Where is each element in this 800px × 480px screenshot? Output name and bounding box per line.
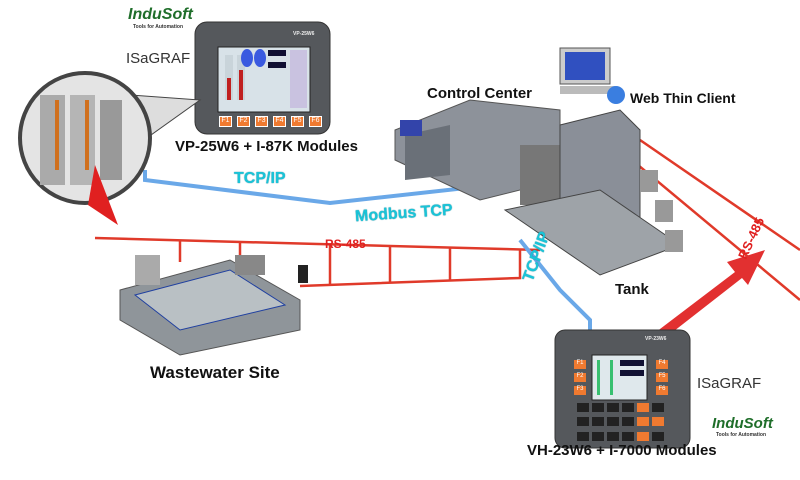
vp-fkey[interactable]: F3 <box>255 116 268 127</box>
vh-function-keys-left: F1 F2 F3 <box>574 360 586 395</box>
indusoft-logo-bottom: InduSoft <box>712 415 773 432</box>
vh-fkey[interactable]: F1 <box>574 360 586 369</box>
keypad-key[interactable] <box>577 403 589 412</box>
vh-function-keys-right: F4 F5 F6 <box>656 360 668 395</box>
vp-fkey[interactable]: F4 <box>273 116 286 127</box>
vp-model-badge: VP-25W6 <box>293 31 315 37</box>
keypad-key[interactable] <box>577 431 589 441</box>
indusoft-tagline-bottom: Tools for Automation <box>716 432 766 438</box>
keypad-key[interactable] <box>592 417 604 427</box>
vh-device-label: VH-23W6 + I-7000 Modules <box>527 442 717 459</box>
keypad-key[interactable] <box>607 417 619 427</box>
isagraf-logo-bottom: ISaGRAF <box>697 375 762 392</box>
web-thin-client-label: Web Thin Client <box>630 90 736 106</box>
control-center-building <box>394 99 683 276</box>
vp-function-keys: F1 F2 F3 F4 F5 F6 <box>219 116 322 127</box>
keypad-key[interactable] <box>637 431 649 441</box>
vp-fkey[interactable]: F5 <box>291 116 304 127</box>
wastewater-plant <box>119 255 308 356</box>
keypad-key[interactable] <box>622 431 634 441</box>
keypad-key[interactable] <box>607 431 619 441</box>
io-module-zoom-bubble <box>18 71 202 225</box>
keypad-key[interactable] <box>637 403 649 412</box>
vh-fkey[interactable]: F6 <box>656 386 668 395</box>
control-center-label: Control Center <box>427 85 532 102</box>
keypad-key[interactable] <box>622 417 634 427</box>
vh-fkey[interactable]: F5 <box>656 373 668 382</box>
indusoft-text: InduSoft <box>128 6 193 23</box>
vh-model-badge: VP-23W6 <box>645 336 667 342</box>
keypad-key[interactable] <box>637 417 649 427</box>
indusoft-tagline-top: Tools for Automation <box>133 24 183 30</box>
tcpip-label-top: TCP/IP <box>234 170 286 187</box>
vh-keypad <box>577 403 677 443</box>
vp-fkey[interactable]: F1 <box>219 116 232 127</box>
vp-device-label: VP-25W6 + I-87K Modules <box>175 138 358 155</box>
tank-label: Tank <box>615 281 649 298</box>
keypad-key[interactable] <box>652 403 664 412</box>
keypad-key[interactable] <box>592 403 604 412</box>
keypad-key[interactable] <box>592 431 604 441</box>
wastewater-site-label: Wastewater Site <box>150 363 280 382</box>
keypad-key[interactable] <box>652 431 664 441</box>
vp-fkey[interactable]: F6 <box>309 116 322 127</box>
vh-fkey[interactable]: F3 <box>574 386 586 395</box>
vp-fkey[interactable]: F2 <box>237 116 250 127</box>
isagraf-logo-top: ISaGRAF <box>126 50 191 67</box>
web-client-monitor-icon <box>559 47 625 104</box>
keypad-key[interactable] <box>577 417 589 427</box>
keypad-key[interactable] <box>622 403 634 412</box>
indusoft-logo-top: InduSoft <box>128 6 193 24</box>
rs485-bus <box>94 138 800 301</box>
keypad-key[interactable] <box>607 403 619 412</box>
vh-fkey[interactable]: F2 <box>574 373 586 382</box>
vp-25w6-device <box>194 21 331 135</box>
keypad-key[interactable] <box>652 417 664 427</box>
vh-fkey[interactable]: F4 <box>656 360 668 369</box>
rs485-label-middle: RS-485 <box>325 237 366 251</box>
